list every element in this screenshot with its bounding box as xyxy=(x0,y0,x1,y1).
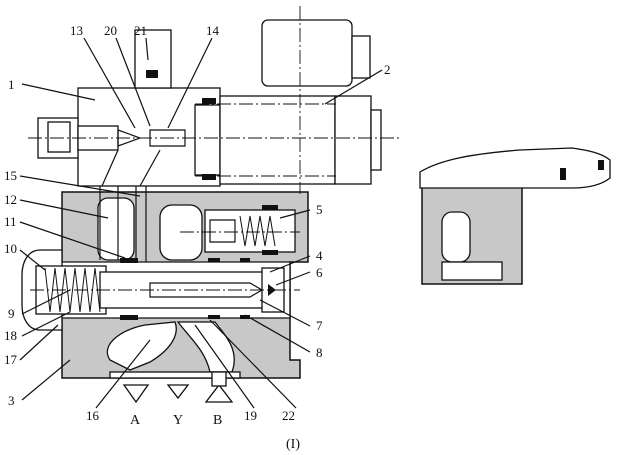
port-label-y: Y xyxy=(173,413,183,428)
part-label-11: 11 xyxy=(4,214,17,229)
solenoid-cap xyxy=(334,95,372,185)
port-b-arrow xyxy=(204,383,234,403)
spool-core xyxy=(149,282,264,298)
side-view-top xyxy=(419,147,611,189)
leader-lines xyxy=(19,37,383,409)
part-label-20: 20 xyxy=(104,23,117,38)
part-label-19: 19 xyxy=(244,408,257,423)
part-label-5: 5 xyxy=(316,202,323,217)
seal-ring xyxy=(120,258,138,263)
port-b-stem xyxy=(211,371,227,387)
part-label-14: 14 xyxy=(206,23,220,38)
part-label-9: 9 xyxy=(8,306,15,321)
part-label-18: 18 xyxy=(4,328,17,343)
port-label-a: A xyxy=(130,413,141,428)
solenoid-end xyxy=(370,109,382,171)
side-view-bore xyxy=(441,211,471,263)
part-label-12: 12 xyxy=(4,192,17,207)
part-label-22: 22 xyxy=(282,408,295,423)
port-a-arrow xyxy=(122,384,150,404)
seal-ring xyxy=(120,315,138,320)
part-label-7: 7 xyxy=(316,318,323,333)
part-label-10: 10 xyxy=(4,241,17,256)
part-label-13: 13 xyxy=(70,23,83,38)
pilot-spool-right xyxy=(149,129,186,147)
pilot-flange xyxy=(194,104,221,176)
passage-line xyxy=(101,149,119,187)
solenoid-bolt xyxy=(202,174,216,180)
seal-ring xyxy=(240,258,250,262)
part-label-21: 21 xyxy=(134,23,147,38)
solenoid-bolt xyxy=(202,98,216,104)
part-label-3: 3 xyxy=(8,393,15,408)
left-spring xyxy=(44,267,101,313)
part-label-2: 2 xyxy=(384,62,391,77)
check-poppet xyxy=(209,219,236,243)
pilot-left-nut xyxy=(47,121,71,153)
mounting-strip xyxy=(109,371,241,379)
side-view-foot xyxy=(441,261,503,281)
gauge-port-cap xyxy=(146,70,158,78)
left-vertical-bore xyxy=(97,197,135,261)
seal-ring xyxy=(208,315,220,319)
seal-ring xyxy=(598,160,604,170)
part-label-16: 16 xyxy=(86,408,100,423)
check-spring xyxy=(239,215,276,247)
part-label-8: 8 xyxy=(316,345,323,360)
part-label-6: 6 xyxy=(316,265,323,280)
part-label-4: 4 xyxy=(316,248,323,263)
solenoid-body xyxy=(219,95,336,185)
seal-ring xyxy=(262,205,278,210)
seal-ring xyxy=(208,258,220,262)
figure-caption: (I) xyxy=(286,437,300,452)
solenoid-connector xyxy=(351,35,371,79)
port-label-b: B xyxy=(213,413,222,428)
part-label-17: 17 xyxy=(4,352,18,367)
port-y-arrow xyxy=(166,384,190,400)
part-label-15: 15 xyxy=(4,168,17,183)
lower-channel-left xyxy=(106,321,177,371)
seal-ring xyxy=(240,315,250,319)
part-label-1: 1 xyxy=(8,77,15,92)
solenoid-coil-top xyxy=(261,19,353,87)
gauge-port-stem xyxy=(134,29,172,89)
seal-ring xyxy=(560,168,566,180)
passage-line xyxy=(139,149,161,187)
upper-cavity xyxy=(159,204,203,261)
seal-ring xyxy=(262,250,278,255)
